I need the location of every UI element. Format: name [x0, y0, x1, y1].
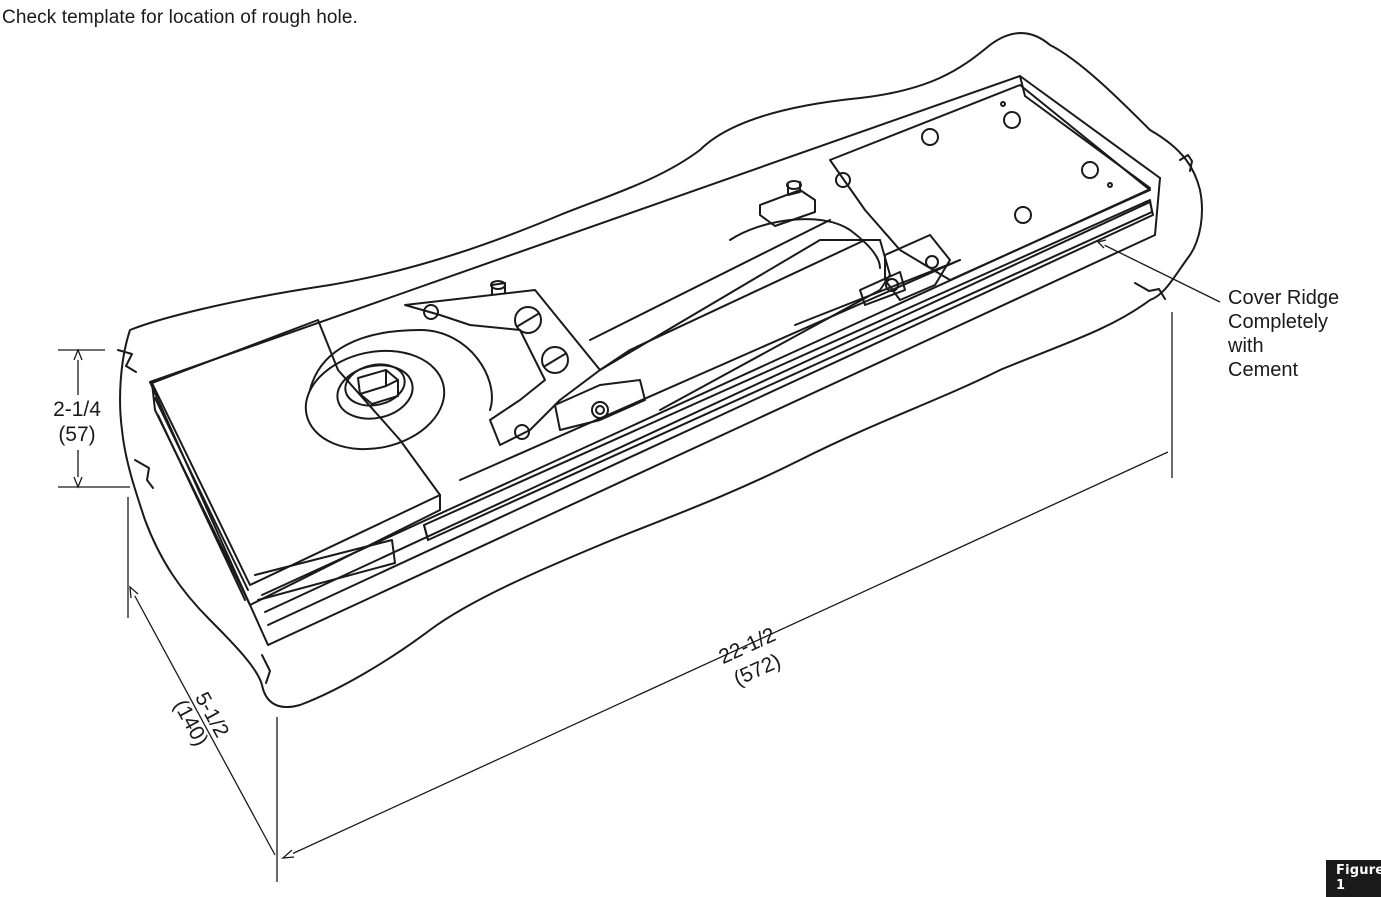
concrete-pocket-outline: [119, 32, 1203, 708]
rail-stub: [254, 539, 396, 601]
spindle-plate: [309, 329, 493, 411]
pocket-edge-crack: [117, 349, 137, 373]
right-mount-plate: [829, 84, 1151, 281]
length-dimension-line: [282, 451, 1169, 859]
instruction-text: Check template for location of rough hol…: [2, 7, 358, 28]
figure-label: Figure 1: [1326, 860, 1381, 897]
spindle-base: [304, 349, 446, 451]
height-metric: (57): [58, 423, 96, 446]
width-dimension-label: 5-1/2 (140): [169, 688, 233, 750]
height-imperial: 2-1/4: [53, 398, 101, 421]
length-dimension-label: 22-1/2 (572): [715, 623, 784, 691]
valve-block: [554, 379, 646, 431]
height-dimension-label: 2-1/4 (57): [42, 397, 112, 447]
box-near-rim: [149, 177, 1161, 646]
cylinder-body: [599, 239, 891, 411]
box-far-rim: [149, 75, 1161, 383]
pocket-edge-crack: [1179, 154, 1193, 172]
adjust-screw: [514, 306, 542, 334]
right-bracket: [884, 234, 951, 301]
cover-plate: [151, 319, 441, 586]
cover-ridge-callout: Cover Ridge Completely with Cement: [1228, 287, 1340, 381]
box-inner-rim: [1019, 75, 1151, 189]
pocket-edge-crack: [261, 654, 271, 684]
callout-leader: [1097, 241, 1221, 303]
pocket-edge-crack: [134, 459, 154, 489]
width-dimension-line: [129, 586, 276, 856]
pocket-edge-crack: [1134, 282, 1166, 300]
adjust-screw: [541, 346, 569, 374]
